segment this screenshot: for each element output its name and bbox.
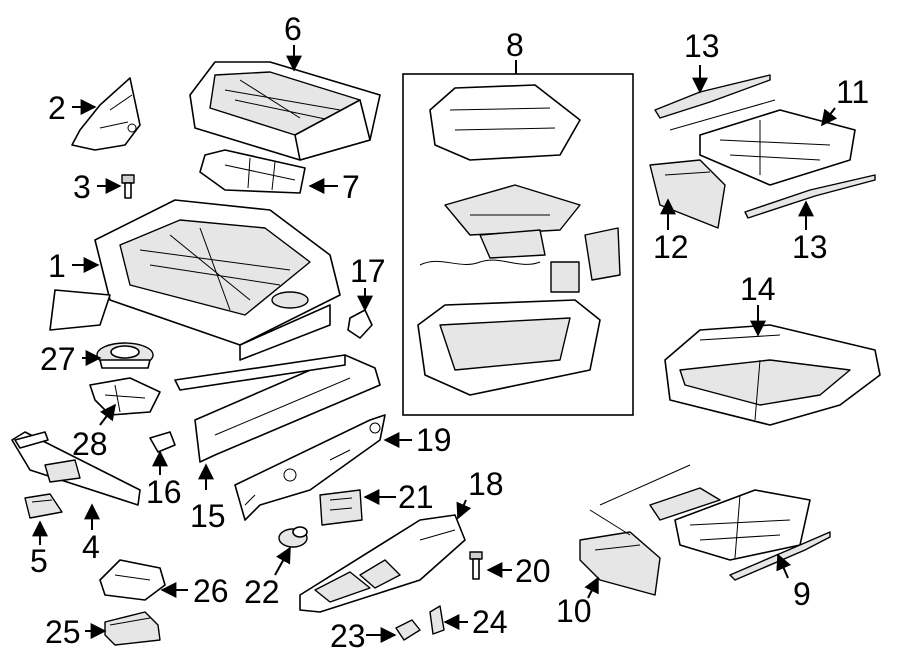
callout-3: 3 [73,169,91,205]
callout-labels: 1 2 3 4 5 6 7 8 9 10 11 12 13 13 14 15 1… [30,11,869,654]
part-21-module [319,489,363,526]
callout-7: 7 [342,169,360,205]
callout-12: 12 [653,229,689,265]
part-28-bracket [89,377,161,416]
callout-25: 25 [45,614,81,650]
part-15-track-cover [174,354,381,463]
part-12-trim [649,159,726,229]
part-2-bracket [71,77,141,151]
callout-22: 22 [244,574,280,610]
callout-4: 4 [82,529,100,565]
part-13-strip-upper [654,74,771,119]
part-4-shield [11,431,141,506]
part-11-heater-mat [669,99,856,186]
part-24-button [429,605,445,635]
part-27-motor [96,342,154,369]
part-23-button [395,619,421,641]
callout-17: 17 [350,253,386,289]
callout-13-lower: 13 [792,229,828,265]
callout-18: 18 [468,466,504,502]
callout-23: 23 [330,618,366,654]
part-22-knob [278,526,308,548]
callout-21: 21 [398,479,434,515]
part-26-bracket [99,559,166,601]
leader-lines [32,45,838,643]
part-13-strip-lower [744,174,876,219]
callout-11: 11 [836,74,869,110]
part-1-seat-frame [49,199,341,361]
callout-8: 8 [506,27,524,63]
callout-28: 28 [72,426,108,462]
callout-24: 24 [472,604,508,640]
part-20-bolt [469,551,483,580]
part-16-clip [149,431,176,453]
part-8-assembly-box [402,73,634,416]
callout-20: 20 [515,553,551,589]
callout-1: 1 [48,248,66,284]
part-5-switch [24,493,63,519]
part-7-pad [199,149,306,194]
callout-16: 16 [146,474,182,510]
part-17-clip [347,309,373,339]
callout-5: 5 [30,543,48,579]
part-14-cushion [664,324,881,426]
part-3-bolt [121,174,135,199]
part-6-seat-cushion [189,61,381,161]
callout-10: 10 [556,593,592,629]
callout-14: 14 [740,271,776,307]
callout-26: 26 [193,573,229,609]
part-25-module [104,611,161,646]
part-18-side-shield [299,514,466,613]
part-19-side-bracket [234,414,386,521]
callout-6: 6 [284,11,302,47]
callout-13-upper: 13 [684,28,720,64]
callout-27: 27 [40,341,76,377]
callout-9: 9 [793,576,811,612]
callout-19: 19 [416,422,452,458]
callout-2: 2 [48,90,66,126]
callout-15: 15 [190,498,226,534]
part-10-trim [579,509,661,596]
